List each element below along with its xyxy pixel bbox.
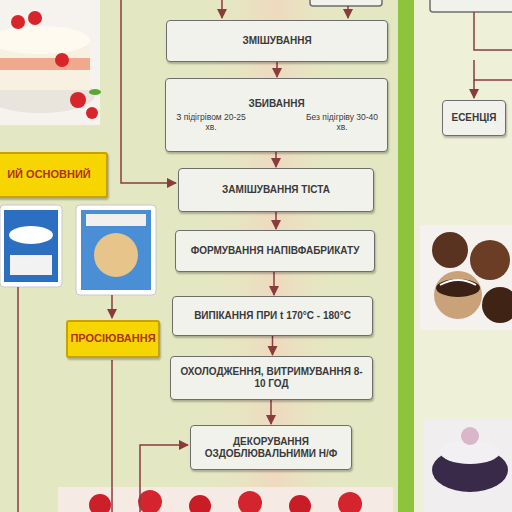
node-note: З підігрівом 20-25 хв. — [172, 113, 250, 133]
process-box: ДЕКОРУВАННЯ ОЗДОБЛЮВАЛЬНИМИ Н/Ф — [190, 425, 352, 470]
node-note: Без підігріву 30-40 хв. — [303, 113, 381, 133]
node-label: ЗБИВАННЯ — [248, 98, 304, 110]
process-box: ФОРМУВАННЯ НАПІВФАБРИКАТУ — [175, 230, 375, 272]
cake-illustration — [0, 0, 101, 125]
node-label: ДЕКОРУВАННЯ ОЗДОБЛЮВАЛЬНИМИ Н/Ф — [197, 436, 345, 460]
flow-arrow — [275, 212, 277, 229]
right-panel — [414, 0, 512, 512]
process-box: ВИПІКАННЯ ПРИ t 170°C - 180°C — [172, 296, 373, 336]
node-label: ОХОЛОДЖЕННЯ, ВИТРИМУВАННЯ 8-10 ГОД — [177, 366, 366, 390]
strawberry-strip — [58, 487, 393, 512]
pastry-illustration — [420, 225, 512, 512]
process-box: ЕСЕНЦІЯ — [442, 100, 506, 136]
ingredient-box: ИЙ ОСНОВНИЙ — [0, 152, 108, 198]
flow-arrow — [272, 336, 274, 355]
node-label: ИЙ ОСНОВНИЙ — [7, 168, 91, 181]
process-box: ЗМІШУВАННЯ — [166, 20, 388, 62]
flow-arrow — [270, 400, 272, 424]
node-label: ПРОСІЮВАННЯ — [70, 332, 155, 345]
process-box: ЗАМІШУВАННЯ ТІСТА — [178, 168, 374, 212]
ingredient-box: ПРОСІЮВАННЯ — [66, 320, 160, 358]
node-label: ЕСЕНЦІЯ — [451, 112, 496, 124]
cropped-box — [310, 0, 382, 6]
green-divider — [398, 0, 414, 512]
node-label: ФОРМУВАННЯ НАПІВФАБРИКАТУ — [191, 245, 360, 257]
node-label: ЗМІШУВАННЯ — [242, 35, 311, 47]
flow-arrow — [275, 152, 277, 167]
note-row: З підігрівом 20-25 хв. Без підігріву 30-4… — [172, 113, 381, 133]
process-box: ОХОЛОДЖЕННЯ, ВИТРИМУВАННЯ 8-10 ГОД — [170, 356, 373, 400]
node-label: ВИПІКАННЯ ПРИ t 170°C - 180°C — [194, 310, 351, 322]
flow-arrow — [273, 272, 275, 295]
product-packages — [0, 205, 156, 295]
flow-arrow — [276, 62, 278, 77]
cropped-box — [430, 0, 512, 12]
flow-lines — [18, 0, 512, 512]
node-label: ЗАМІШУВАННЯ ТІСТА — [222, 184, 330, 196]
process-box: ЗБИВАННЯ З підігрівом 20-25 хв. Без підігр… — [165, 78, 388, 152]
